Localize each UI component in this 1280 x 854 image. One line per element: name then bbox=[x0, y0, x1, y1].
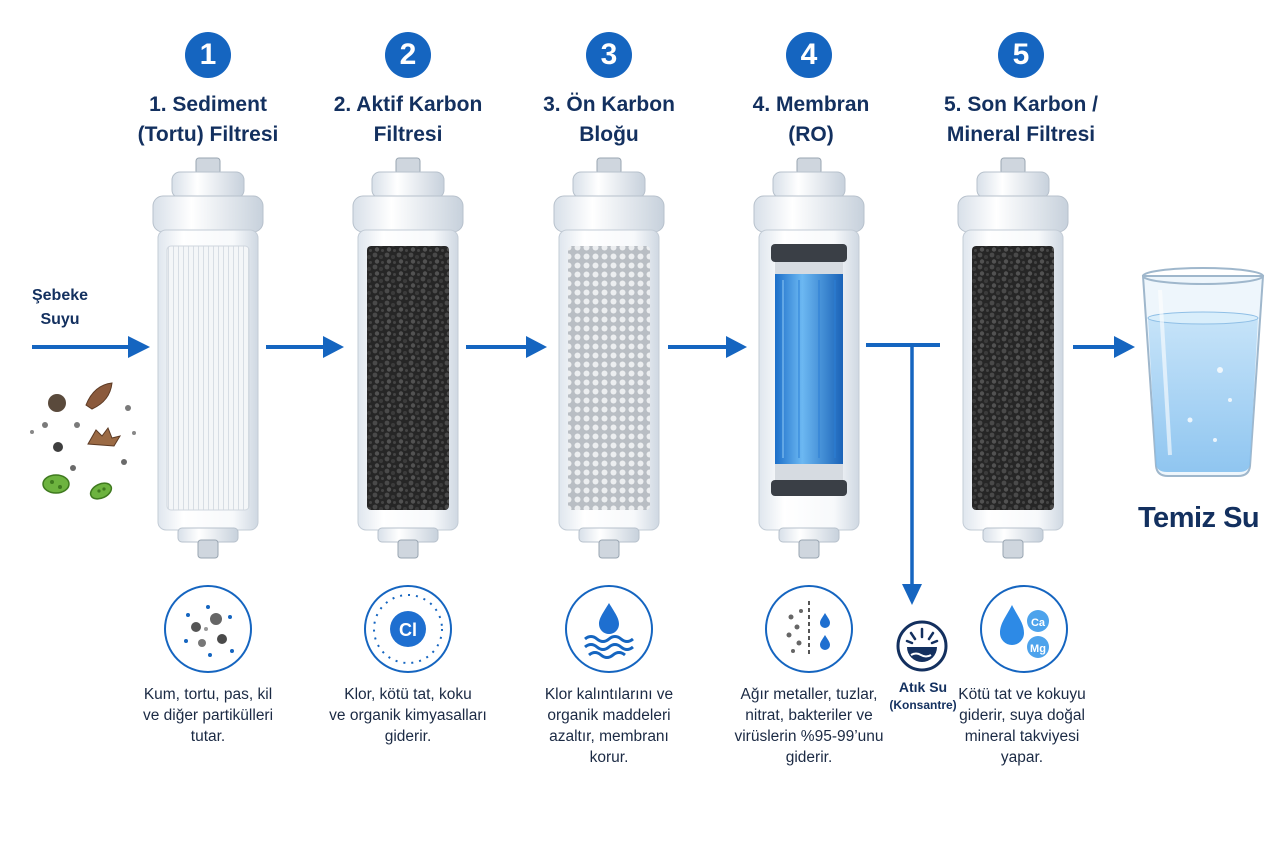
waste-label-line1: Atık Su bbox=[898, 679, 948, 695]
mineral-drop-icon: Ca Mg bbox=[980, 585, 1068, 673]
water-glass bbox=[1141, 267, 1265, 477]
calcium-symbol: Ca bbox=[1031, 617, 1046, 629]
stage-5-title: 5. Son Karbon /Mineral Filtresi bbox=[943, 93, 1098, 146]
flow-arrows bbox=[32, 336, 1135, 605]
particles-icon bbox=[164, 585, 252, 673]
stage-1-title: 1. Sediment(Tortu) Filtresi bbox=[137, 93, 279, 146]
stage-1-badge: 1 bbox=[185, 32, 231, 78]
chlorine-icon: Cl bbox=[364, 585, 452, 673]
cartridge-1 bbox=[152, 157, 264, 559]
cartridge-2 bbox=[352, 157, 464, 559]
stage-3-badge: 3 bbox=[586, 32, 632, 78]
water-drop-waves-icon bbox=[565, 585, 653, 673]
waste-water-icon bbox=[895, 619, 949, 673]
cartridge-3 bbox=[553, 157, 665, 559]
waste-water-label: Atık Su (Konsantre) bbox=[883, 678, 963, 714]
source-label-line2: Suyu bbox=[40, 311, 80, 328]
clean-water-label: Temiz Su bbox=[1138, 502, 1260, 534]
cartridge-5 bbox=[957, 157, 1069, 559]
source-water-label: Şebeke Suyu bbox=[20, 284, 100, 332]
stage-2-badge: 2 bbox=[385, 32, 431, 78]
stage-4-title: 4. Membran(RO) bbox=[752, 93, 870, 146]
stage-5-badge: 5 bbox=[998, 32, 1044, 78]
stage-4-badge: 4 bbox=[786, 32, 832, 78]
magnesium-symbol: Mg bbox=[1030, 643, 1046, 655]
cartridge-4 bbox=[753, 157, 865, 559]
waste-label-line2: (Konsantre) bbox=[889, 698, 957, 712]
membrane-filter-icon bbox=[765, 585, 853, 673]
chlorine-symbol: Cl bbox=[399, 620, 417, 640]
contaminants-illustration bbox=[30, 382, 136, 500]
stage-4-description: Ağır metaller, tuzlar,nitrat, bakteriler… bbox=[734, 686, 884, 766]
source-label-line1: Şebeke bbox=[31, 287, 89, 304]
